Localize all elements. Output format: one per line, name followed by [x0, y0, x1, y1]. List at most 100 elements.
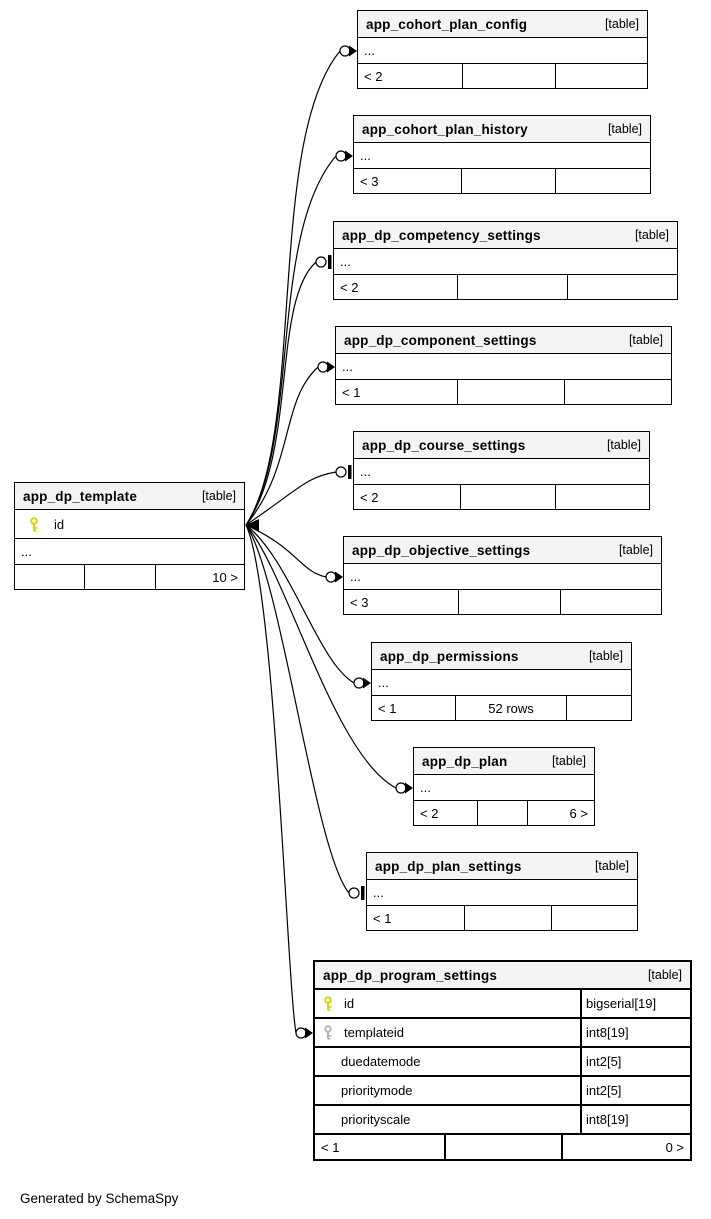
table-badge: [table]	[647, 968, 682, 982]
collapsed-columns-row: ...	[344, 564, 661, 590]
collapsed-columns-row: ...	[336, 354, 671, 380]
table-header[interactable]: app_dp_plan_settings [table]	[367, 853, 637, 880]
zero-circle	[325, 571, 337, 583]
child-arrowhead	[349, 45, 357, 57]
table-header[interactable]: app_dp_plan [table]	[414, 748, 594, 775]
table-header[interactable]: app_dp_component_settings [table]	[336, 327, 671, 354]
edge-to-app_cohort_plan_history	[245, 155, 337, 526]
footer-cell: < 3	[360, 173, 379, 189]
footer-cell	[563, 380, 671, 404]
table-header[interactable]: app_dp_permissions [table]	[372, 643, 631, 670]
table-node-app_cohort_plan_config[interactable]: app_cohort_plan_config [table] ... < 2	[357, 10, 648, 89]
column-row-id: id	[15, 510, 244, 539]
footer-cell: < 1	[321, 1139, 340, 1155]
table-header[interactable]: app_dp_competency_settings [table]	[334, 222, 677, 249]
table-footer: < 2	[358, 64, 647, 88]
zero-circle	[335, 150, 347, 162]
table-header[interactable]: app_dp_objective_settings [table]	[344, 537, 661, 564]
table-name[interactable]: app_dp_plan	[422, 753, 508, 769]
edge-to-app_dp_program_settings	[245, 524, 297, 1034]
table-node-app_dp_competency_settings[interactable]: app_dp_competency_settings [table] ... <…	[333, 221, 678, 300]
footer-cell: < 1	[342, 384, 361, 400]
child-tee	[361, 886, 365, 900]
table-node-app_dp_plan[interactable]: app_dp_plan [table] ... < 2 6 >	[413, 747, 595, 826]
footer-cell	[477, 801, 527, 825]
table-badge: [table]	[551, 754, 586, 768]
table-badge: [table]	[588, 649, 623, 663]
table-name[interactable]: app_dp_competency_settings	[342, 227, 541, 243]
table-node-app_dp_objective_settings[interactable]: app_dp_objective_settings [table] ... < …	[343, 536, 662, 615]
zero-circle	[295, 1027, 307, 1039]
footer-cell: 0 >	[560, 1135, 690, 1159]
table-badge: [table]	[628, 333, 663, 347]
column-row-templateid: templateid int8[19]	[315, 1019, 690, 1048]
footer-cell	[464, 906, 550, 930]
footer-cell	[15, 565, 84, 589]
zero-circle	[395, 782, 407, 794]
table-node-app_cohort_plan_history[interactable]: app_cohort_plan_history [table] ... < 3	[353, 115, 651, 194]
primary-key-icon	[324, 996, 332, 1011]
table-name[interactable]: app_dp_program_settings	[323, 967, 498, 983]
table-node-app_dp_component_settings[interactable]: app_dp_component_settings [table] ... < …	[335, 326, 672, 405]
edge-to-app_cohort_plan_config	[245, 50, 341, 526]
table-footer: < 1 52 rows	[372, 696, 631, 720]
table-header[interactable]: app_dp_course_settings [table]	[354, 432, 649, 459]
table-name[interactable]: app_cohort_plan_config	[366, 16, 528, 32]
footer-cell	[460, 485, 554, 509]
column-name: id	[54, 516, 65, 532]
footer-cell: < 2	[340, 279, 359, 295]
child-arrowhead	[335, 571, 343, 583]
footer-cell: < 2	[364, 68, 383, 84]
footer-cell	[550, 906, 637, 930]
table-footer: < 3	[344, 590, 661, 614]
table-header[interactable]: app_cohort_plan_history [table]	[354, 116, 650, 143]
child-arrowhead	[327, 361, 335, 373]
zero-circle	[348, 887, 360, 899]
table-name[interactable]: app_dp_permissions	[380, 648, 519, 664]
table-node-app_dp_course_settings[interactable]: app_dp_course_settings [table] ... < 2	[353, 431, 650, 510]
footer-cell	[566, 696, 631, 720]
column-row-id: id bigserial[19]	[315, 990, 690, 1019]
footer-cell: < 3	[350, 594, 369, 610]
column-type: int2[5]	[580, 1048, 690, 1075]
footer-cell	[457, 275, 567, 299]
footer-cell: < 1	[378, 700, 397, 716]
footer-cell	[555, 169, 650, 193]
table-name[interactable]: app_dp_component_settings	[344, 332, 537, 348]
table-node-app_dp_permissions[interactable]: app_dp_permissions [table] ... < 1 52 ro…	[371, 642, 632, 721]
parent-arrowhead	[246, 519, 259, 531]
footer-cell: < 2	[360, 489, 379, 505]
child-arrowhead	[345, 150, 353, 162]
table-node-app_dp_program_settings[interactable]: app_dp_program_settings [table] id bigse…	[313, 960, 692, 1161]
table-footer: < 1	[367, 906, 637, 930]
table-node-app_dp_template[interactable]: app_dp_template [table] id ... 10 >	[14, 482, 245, 590]
table-header[interactable]: app_dp_program_settings [table]	[315, 962, 690, 990]
table-name[interactable]: app_dp_objective_settings	[352, 542, 531, 558]
column-name: priorityscale	[341, 1112, 411, 1127]
table-footer: < 1 0 >	[315, 1135, 690, 1159]
table-name[interactable]: app_cohort_plan_history	[362, 121, 528, 137]
footer-cell	[554, 64, 647, 88]
table-name[interactable]: app_dp_template	[23, 488, 138, 504]
collapsed-columns-row: ...	[334, 249, 677, 275]
footer-cell	[444, 1135, 560, 1159]
column-name: templateid	[344, 1025, 404, 1040]
table-header[interactable]: app_dp_template [table]	[15, 483, 244, 510]
table-name[interactable]: app_dp_course_settings	[362, 437, 526, 453]
footer-cell: < 1	[373, 910, 392, 926]
table-footer: < 2	[334, 275, 677, 299]
table-name[interactable]: app_dp_plan_settings	[375, 858, 522, 874]
edge-to-app_dp_course_settings	[245, 471, 337, 526]
collapsed-columns-row: ...	[354, 143, 650, 169]
edge-to-app_dp_competency_settings	[245, 261, 317, 526]
footer-cell	[460, 169, 556, 193]
footer-cell: 10 >	[154, 565, 244, 589]
table-header[interactable]: app_cohort_plan_config [table]	[358, 11, 647, 38]
column-row-duedatemode: duedatemode int2[5]	[315, 1048, 690, 1077]
footer-cell	[456, 380, 564, 404]
table-badge: [table]	[604, 17, 639, 31]
table-node-app_dp_plan_settings[interactable]: app_dp_plan_settings [table] ... < 1	[366, 852, 638, 931]
collapsed-columns-row: ...	[367, 880, 637, 906]
column-row-priorityscale: priorityscale int8[19]	[315, 1106, 690, 1135]
